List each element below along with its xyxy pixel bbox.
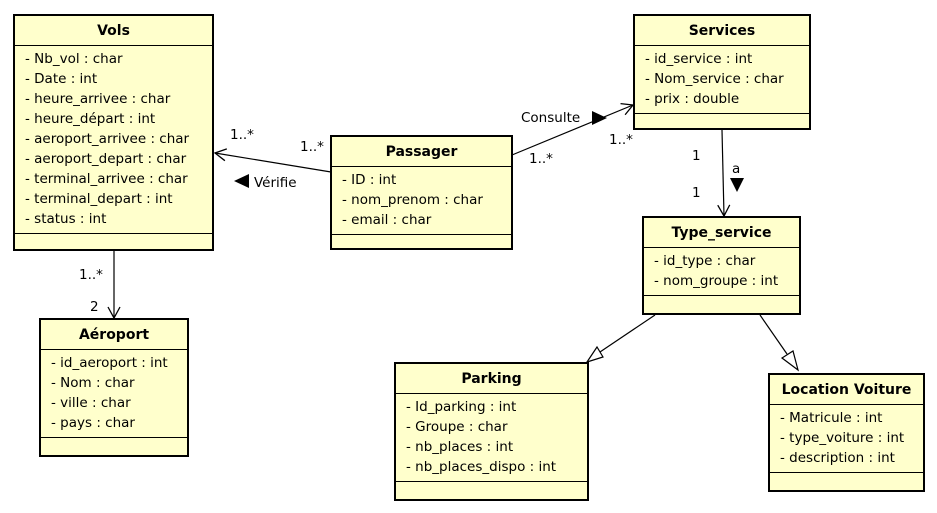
attribute-list: - id_type : char - nom_groupe : int xyxy=(644,248,799,296)
attribute: - Id_parking : int xyxy=(406,399,517,415)
assoc-line-services-type xyxy=(717,129,731,218)
attribute: - status : int xyxy=(25,211,107,227)
class-name: Location Voiture xyxy=(770,375,923,405)
attribute: - aeroport_arrivee : char xyxy=(25,131,190,147)
attribute-list: - Nb_vol : char - Date : int - heure_arr… xyxy=(15,46,212,234)
class-services[interactable]: Services - id_service : int - Nom_servic… xyxy=(633,14,811,130)
inheritance-arrowhead-location xyxy=(780,350,800,372)
attribute: - Nom_service : char xyxy=(645,71,784,87)
attribute: - Nb_vol : char xyxy=(25,51,123,67)
attribute: - nom_prenom : char xyxy=(342,192,483,208)
attribute: - terminal_depart : int xyxy=(25,191,173,207)
class-aeroport[interactable]: Aéroport - id_aeroport : int - Nom : cha… xyxy=(39,318,189,457)
attribute: - nb_places : int xyxy=(406,439,514,455)
class-name: Vols xyxy=(15,16,212,46)
class-vols[interactable]: Vols - Nb_vol : char - Date : int - heur… xyxy=(13,14,214,251)
attribute: - Matricule : int xyxy=(780,410,883,426)
attribute-list: - ID : int - nom_prenom : char - email :… xyxy=(332,167,511,235)
attribute: - Groupe : char xyxy=(406,419,508,435)
multiplicity-services-a: 1 xyxy=(692,148,701,164)
attribute: - pays : char xyxy=(51,415,135,431)
class-type-service[interactable]: Type_service - id_type : char - nom_grou… xyxy=(642,216,801,315)
attribute: - id_aeroport : int xyxy=(51,355,168,371)
verifie-direction-triangle xyxy=(234,174,249,188)
attribute: - terminal_arrivee : char xyxy=(25,171,188,187)
assoc-line-verifie xyxy=(213,148,332,173)
attribute: - type_voiture : int xyxy=(780,430,905,446)
assoc-label-verifie: Vérifie xyxy=(254,175,297,191)
attribute: - nb_places_dispo : int xyxy=(406,459,557,475)
multiplicity-passager-consulte: 1..* xyxy=(529,151,553,167)
consulte-direction-triangle xyxy=(592,111,607,125)
class-name: Aéroport xyxy=(41,320,187,350)
attribute: - prix : double xyxy=(645,91,740,107)
attribute: - nom_groupe : int xyxy=(654,273,779,289)
multiplicity-vols-verifie: 1..* xyxy=(230,127,254,143)
attribute: - heure_départ : int xyxy=(25,111,156,127)
attribute: - ville : char xyxy=(51,395,131,411)
multiplicity-passager-verifie: 1..* xyxy=(300,139,324,155)
inheritance-arrowhead-parking xyxy=(585,345,604,364)
attribute: - ID : int xyxy=(342,172,397,188)
inheritance-line-parking xyxy=(596,314,656,355)
multiplicity-type-a: 1 xyxy=(692,185,701,201)
attribute: - Date : int xyxy=(25,71,98,87)
class-location-voiture[interactable]: Location Voiture - Matricule : int - typ… xyxy=(768,373,925,492)
assoc-label-a: a xyxy=(732,161,741,177)
assoc-line-consulte xyxy=(511,103,635,156)
class-name: Services xyxy=(635,16,809,46)
attribute: - Nom : char xyxy=(51,375,135,391)
attribute-list: - id_service : int - Nom_service : char … xyxy=(635,46,809,114)
attribute: - heure_arrivee : char xyxy=(25,91,171,107)
attribute: - description : int xyxy=(780,450,895,466)
inheritance-line-location xyxy=(759,314,788,355)
class-passager[interactable]: Passager - ID : int - nom_prenom : char … xyxy=(330,135,513,250)
attribute: - aeroport_depart : char xyxy=(25,151,187,167)
a-direction-triangle xyxy=(730,178,744,192)
class-name: Type_service xyxy=(644,218,799,248)
attribute-list: - Id_parking : int - Groupe : char - nb_… xyxy=(396,394,587,482)
attribute-list: - Matricule : int - type_voiture : int -… xyxy=(770,405,923,473)
multiplicity-services-consulte: 1..* xyxy=(609,132,633,148)
attribute: - email : char xyxy=(342,212,432,228)
attribute: - id_service : int xyxy=(645,51,753,67)
multiplicity-vols-aeroport: 1..* xyxy=(79,267,103,283)
class-name: Passager xyxy=(332,137,511,167)
multiplicity-aeroport: 2 xyxy=(90,299,99,315)
assoc-label-consulte: Consulte xyxy=(521,110,581,126)
class-parking[interactable]: Parking - Id_parking : int - Groupe : ch… xyxy=(394,362,589,501)
attribute-list: - id_aeroport : int - Nom : char - ville… xyxy=(41,350,187,438)
attribute: - id_type : char xyxy=(654,253,756,269)
class-name: Parking xyxy=(396,364,587,394)
